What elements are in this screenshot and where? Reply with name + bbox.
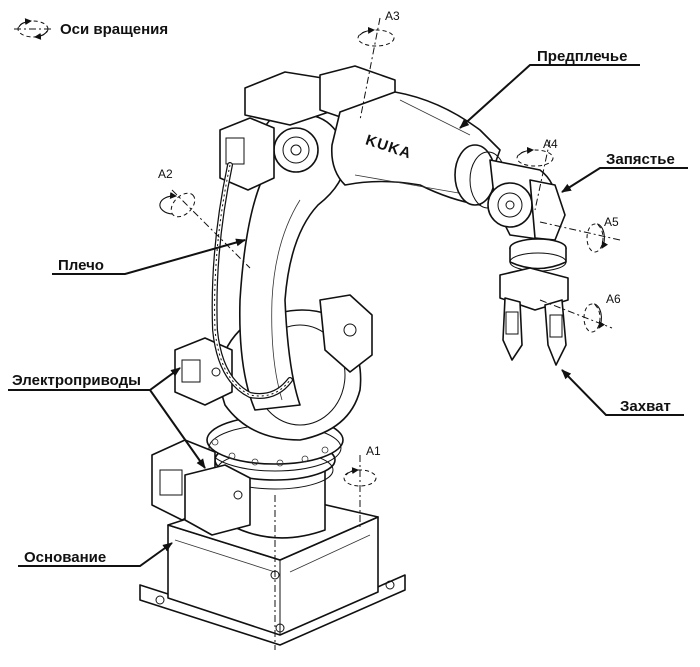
rotation-axis-icon <box>14 18 52 40</box>
label-drives: Электроприводы <box>12 372 141 389</box>
label-base: Основание <box>24 549 106 566</box>
callout-drives: Электроприводы <box>8 367 206 469</box>
wrist <box>487 159 566 241</box>
callout-forearm: Предплечье <box>459 48 640 129</box>
axis-a5: A5 <box>539 215 621 253</box>
callout-gripper: Захват <box>561 369 684 416</box>
legend-text: Оси вращения <box>60 21 168 38</box>
axis-a3-label: A3 <box>385 9 400 23</box>
axis-a2: A2 <box>158 167 251 269</box>
axis-a1: A1 <box>274 444 381 650</box>
label-shoulder: Плечо <box>58 257 104 274</box>
drive-a3 <box>219 65 396 191</box>
label-forearm: Предплечье <box>537 48 627 65</box>
forearm: KUKA <box>330 91 507 209</box>
axis-a4-label: A4 <box>543 137 558 151</box>
axis-a5-label: A5 <box>604 215 619 229</box>
cable-hose <box>211 162 293 399</box>
axis-a6-label: A6 <box>606 292 621 306</box>
gripper <box>499 267 569 366</box>
axis-a4: A4 <box>516 137 558 211</box>
wrist-flange <box>509 238 567 272</box>
shoulder-link <box>238 113 347 411</box>
callout-wrist: Запястье <box>561 151 688 193</box>
label-gripper: Захват <box>620 398 671 415</box>
label-wrist: Запястье <box>606 151 675 168</box>
axis-a2-label: A2 <box>158 167 173 181</box>
axis-a1-label: A1 <box>366 444 381 458</box>
axis-a3: A3 <box>357 9 400 121</box>
callout-shoulder: Плечо <box>52 238 246 275</box>
legend: Оси вращения <box>14 18 168 40</box>
axis-a6: A6 <box>539 292 621 333</box>
callout-base: Основание <box>18 542 173 567</box>
